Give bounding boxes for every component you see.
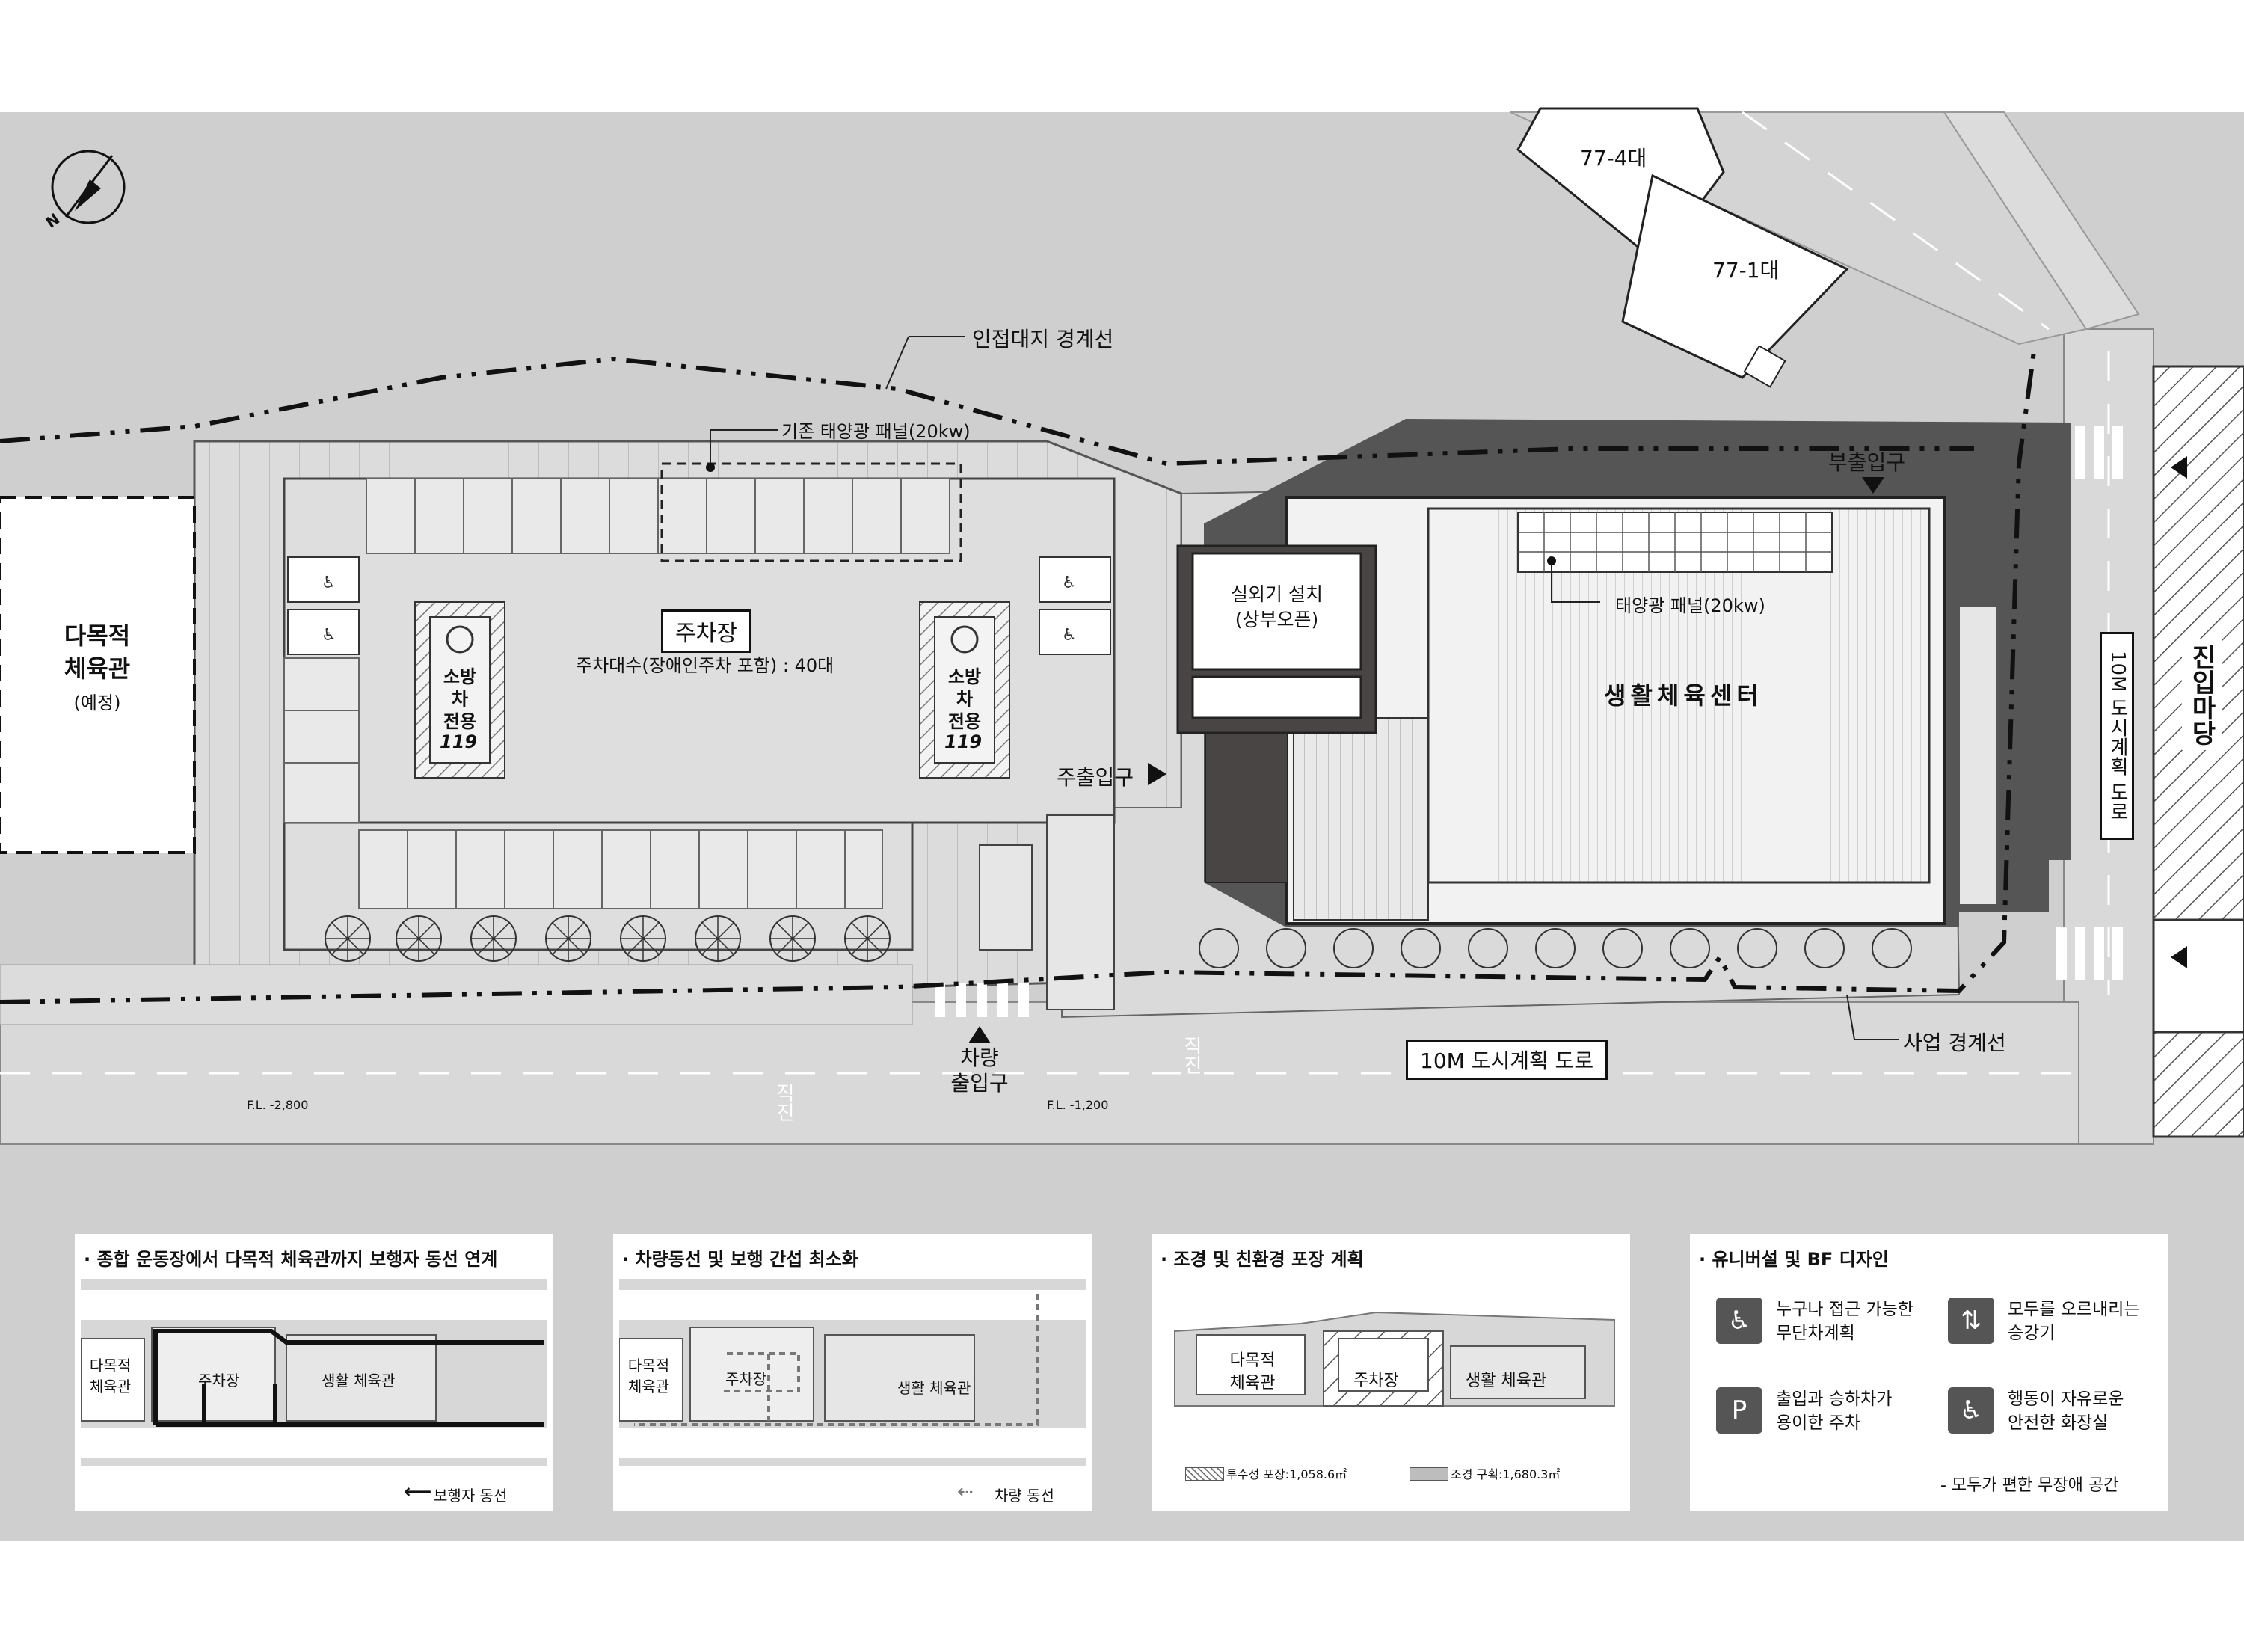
existing-solar-panel: [660, 462, 962, 562]
pedestrian-arrow-icon: ⟵: [404, 1481, 432, 1503]
permeable-paving-label: 투수성 포장:1,058.6㎡: [1226, 1467, 1347, 1481]
parking-count-label: 주차대수(장애인주차 포함) : 40대: [576, 655, 834, 676]
elevator-icon: ⇅: [1948, 1298, 1994, 1344]
bf-item-text: 행동이 자유로운 안전한 화장실: [2008, 1390, 2124, 1433]
parking-stalls-bottom: [358, 829, 883, 909]
panel-parking-label: 주차장: [725, 1370, 767, 1388]
accessible-stalls: [287, 556, 1111, 655]
panel-title: · 유니버설 및 BF 디자인: [1699, 1249, 1889, 1270]
permeable-paving-swatch: [1185, 1467, 1224, 1481]
svg-text:♿: ♿: [1062, 626, 1077, 645]
panel-center-label: 생활 체육관: [1466, 1372, 1547, 1390]
panel-gym-label: 다목적 체육관: [1229, 1351, 1276, 1392]
fire-zone-left-label: 소방차 전용: [443, 666, 477, 732]
bf-item-text: 모두를 오르내리는 승강기: [2008, 1300, 2140, 1343]
bf-item-ramp: ♿ 누구나 접근 가능한 무단차계획: [1716, 1298, 1913, 1345]
outdoor-unit-label: 실외기 설치 (상부오픈): [1231, 583, 1323, 630]
right-road-arrow-bottom: [2171, 946, 2187, 968]
svg-text:♿: ♿: [322, 626, 336, 645]
bf-item-restroom: ♿ 행동이 자유로운 안전한 화장실: [1948, 1387, 2124, 1435]
accessible-parking-icon: P: [1716, 1387, 1762, 1434]
panel-title: · 차량동선 및 보행 간섭 최소화: [622, 1249, 858, 1270]
landscape-zone-label: 조경 구획:1,680.3㎡: [1451, 1467, 1561, 1481]
road-bottom-label: 10M 도시계획 도로: [1406, 1040, 1608, 1080]
accessible-restroom-icon: ♿: [1948, 1387, 1994, 1434]
center-name-label: 생활체육센터: [1604, 681, 1763, 710]
panel-title: · 종합 운동장에서 다목적 체육관까지 보행자 동선 연계: [84, 1249, 498, 1270]
adjacent-lot-77-4-label: 77-4대: [1580, 146, 1647, 171]
svg-text:♿: ♿: [1062, 574, 1077, 592]
existing-solar-label: 기존 태양광 패널(20kw): [781, 421, 971, 442]
pedestrian-flow-diagram: [81, 1279, 547, 1466]
panel-vehicle-flow: · 차량동선 및 보행 간섭 최소화 다목적 체육관 주차장 생활 체육관 ⇠ …: [613, 1234, 1092, 1511]
vehicle-flow-diagram: [619, 1279, 1086, 1466]
solar-panel-label: 태양광 패널(20kw): [1615, 595, 1765, 616]
fire-number-right-label: 119: [944, 731, 983, 752]
fire-zone-right-label: 소방차 전용: [947, 666, 982, 732]
vehicle-entrance-label: 차량 출입구: [950, 1045, 1009, 1096]
adjacent-boundary-label: 인접대지 경계선: [972, 327, 1114, 351]
project-boundary-label: 사업 경계선: [1903, 1031, 2006, 1055]
panel-parking-label: 주차장: [1353, 1372, 1399, 1390]
straight-left-label: 직진: [772, 1083, 795, 1122]
svg-text:♿: ♿: [322, 574, 336, 592]
adjacent-lot-77-1-label: 77-1대: [1712, 258, 1780, 283]
vehicle-entrance-arrow: [968, 1026, 991, 1043]
multi-gym-planned: [0, 496, 196, 854]
sub-entrance-arrow: [1862, 477, 1884, 494]
fl-left-label: F.L. -2,800: [247, 1098, 309, 1112]
entry-yard-label: 진입마당: [2182, 639, 2222, 750]
main-entrance-label: 주출입구: [1057, 765, 1134, 790]
multi-gym-label: 다목적 체육관: [64, 621, 131, 683]
sub-entrance-label: 부출입구: [1828, 450, 1906, 475]
panel-gym-label: 다목적 체육관: [627, 1357, 670, 1395]
landscape-zone-swatch: [1410, 1467, 1448, 1481]
panel-pedestrian-flow: · 종합 운동장에서 다목적 체육관까지 보행자 동선 연계 다목적 체육관 주…: [75, 1234, 553, 1511]
crosswalk-bottom: [935, 983, 1029, 1017]
vehicle-arrow-icon: ⇠: [957, 1481, 974, 1503]
panel-gym-label: 다목적 체육관: [89, 1357, 132, 1395]
road-right-label: 10M 도시계획 도로: [2100, 632, 2134, 840]
right-road-arrow-top: [2171, 456, 2187, 479]
straight-right-label: 직진: [1180, 1036, 1202, 1075]
panel-parking-label: 주차장: [198, 1372, 240, 1390]
panel-landscape: · 조경 및 친환경 포장 계획 다목적 체육관 주차장 생활 체육관 투수성 …: [1152, 1234, 1630, 1511]
parking-title-label: 주차장: [661, 609, 751, 653]
adjacent-boundary-line: [0, 356, 1974, 467]
main-entrance-arrow: [1148, 763, 1166, 785]
panel-center-label: 생활 체육관: [322, 1372, 396, 1390]
fire-number-left-label: 119: [440, 731, 478, 752]
wheelchair-ramp-icon: ♿: [1716, 1298, 1762, 1344]
panel-legend-label: 보행자 동선: [434, 1487, 508, 1505]
multi-gym-note-label: (예정): [73, 693, 121, 713]
panel-center-label: 생활 체육관: [897, 1379, 971, 1397]
bf-item-text: 출입과 승하차가 용이한 주차: [1776, 1390, 1893, 1433]
panel-title: · 조경 및 친환경 포장 계획: [1161, 1249, 1364, 1270]
bf-item-text: 누구나 접근 가능한 무단차계획: [1776, 1300, 1913, 1343]
adjacent-lot-77-1: [1621, 174, 1849, 379]
north-arrow-icon: [51, 150, 126, 224]
panel-universal-design: · 유니버설 및 BF 디자인 ♿ 누구나 접근 가능한 무단차계획 ⇅ 모두를…: [1690, 1234, 2168, 1511]
bf-item-parking: P 출입과 승하차가 용이한 주차: [1716, 1387, 1892, 1435]
fl-right-label: F.L. -1,200: [1047, 1098, 1109, 1112]
bf-footer: - 모두가 편한 무장애 공간: [1940, 1476, 2119, 1495]
landscape-diagram: [1174, 1311, 1615, 1407]
bf-item-elevator: ⇅ 모두를 오르내리는 승강기: [1948, 1298, 2140, 1345]
panel-legend-label: 차량 동선: [995, 1487, 1054, 1505]
